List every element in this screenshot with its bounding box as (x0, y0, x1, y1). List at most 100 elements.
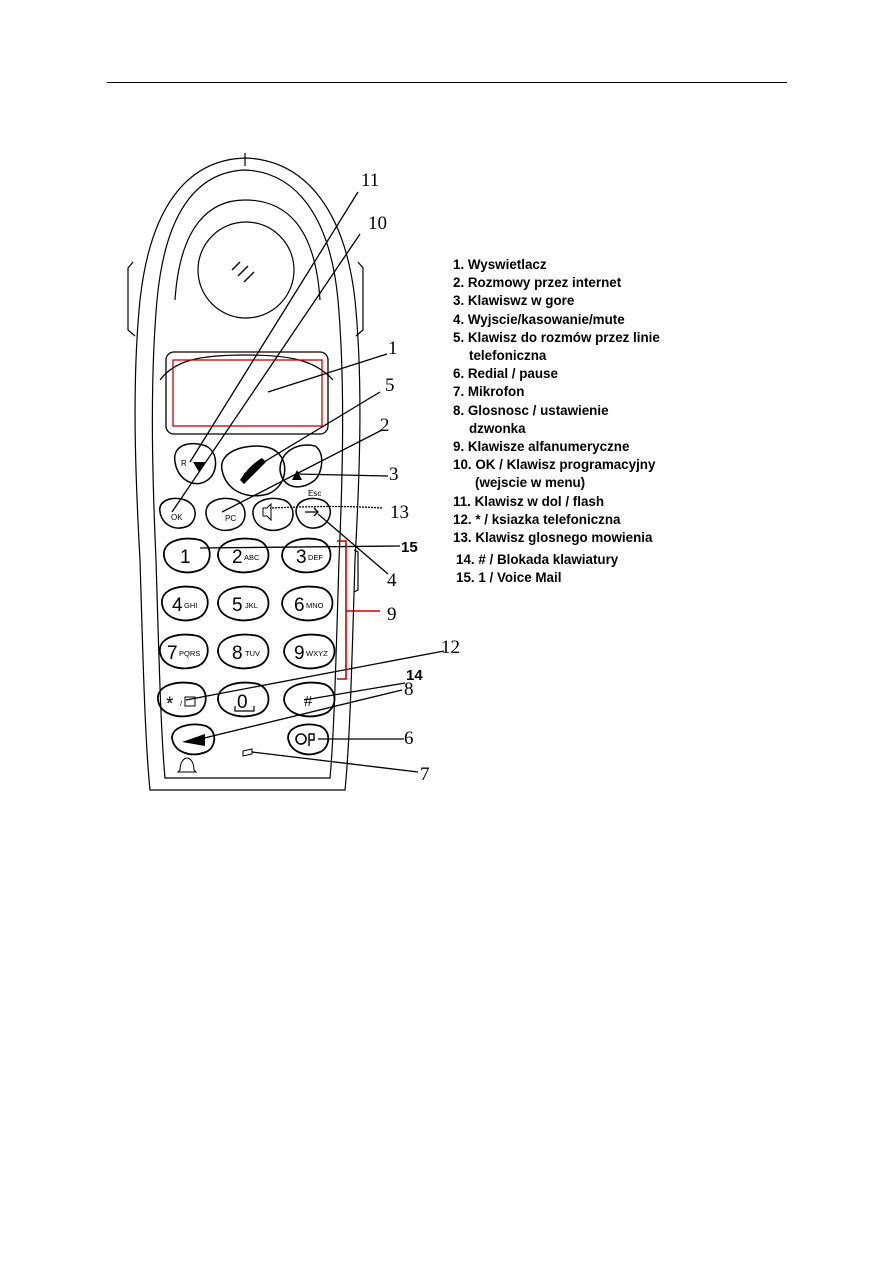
svg-text:TUV: TUV (245, 649, 260, 658)
header-rule (107, 82, 787, 83)
leader-lines (171, 191, 445, 773)
legend-item: 6. Redial / pause (453, 366, 558, 382)
svg-text:5: 5 (232, 595, 243, 616)
nav-keys (159, 442, 331, 532)
pc-key (205, 497, 246, 532)
svg-text:0: 0 (237, 692, 248, 713)
svg-text:OK: OK (171, 513, 183, 522)
svg-text:1: 1 (388, 338, 398, 359)
svg-text:GHI: GHI (184, 601, 197, 610)
legend-item: 4. Wyjscie/kasowanie/mute (453, 311, 625, 327)
svg-text:3: 3 (389, 464, 399, 485)
svg-text:8: 8 (232, 643, 243, 664)
svg-text:9: 9 (387, 604, 397, 625)
handset-icon (240, 458, 266, 484)
key-3 (281, 537, 332, 574)
down-arrow-icon (193, 462, 205, 472)
key-1 (163, 537, 211, 574)
key-hash (283, 681, 336, 718)
handset-body (127, 153, 364, 791)
svg-text:R: R (181, 459, 187, 468)
svg-text:/: / (180, 699, 183, 708)
svg-text:DEF: DEF (308, 553, 323, 562)
down-flash-key (174, 442, 217, 485)
legend-item: 14. # / Blokada klawiatury (456, 552, 619, 568)
svg-text:14: 14 (406, 667, 423, 684)
svg-text:4: 4 (172, 595, 183, 616)
svg-text:3: 3 (296, 547, 307, 568)
svg-text:5: 5 (385, 375, 395, 396)
legend-list: 1. Wyswietlacz 2. Rozmowy przez internet… (453, 256, 753, 588)
key-6 (281, 585, 334, 622)
svg-text:MNO: MNO (306, 601, 324, 610)
svg-text:JKL: JKL (245, 601, 258, 610)
svg-text:4: 4 (387, 570, 397, 591)
internet-key (279, 444, 323, 488)
legend-item: 13. Klawisz glosnego mowienia (453, 530, 653, 546)
svg-text:Esc: Esc (308, 489, 321, 498)
microphone-icon (242, 748, 253, 757)
speaker-key (252, 497, 294, 532)
key-9 (283, 633, 336, 670)
key-7 (159, 633, 209, 670)
callout-numbers: 11 10 1 5 2 3 13 15 4 9 12 14 8 6 7 (361, 170, 460, 785)
keypad-labels: 1 2 ABC 3 DEF 4 GHI 5 JKL 6 MNO 7 PQRS 8… (166, 547, 328, 773)
key-8 (217, 633, 270, 670)
key-star (157, 681, 207, 718)
key-2 (217, 537, 270, 574)
pause-p-icon (308, 733, 315, 746)
esc-key (295, 497, 331, 529)
legend-item: 7. Mikrofon (453, 384, 525, 400)
svg-text:1: 1 (180, 547, 191, 568)
svg-text:#: # (304, 693, 313, 710)
ok-key (159, 497, 196, 529)
svg-text:11: 11 (361, 170, 379, 191)
nav-key-symbols: R OK PC Esc (171, 458, 321, 523)
legend-item: 1. Wyswietlacz (453, 257, 547, 272)
svg-text:PC: PC (225, 514, 236, 523)
volume-key (171, 723, 216, 756)
svg-text:9: 9 (294, 643, 305, 664)
call-key (221, 445, 286, 497)
alphanumeric-bracket (337, 540, 380, 680)
volume-wedge-icon (182, 734, 205, 746)
svg-text:ABC: ABC (244, 553, 260, 562)
svg-text:2: 2 (232, 547, 243, 568)
svg-text:2: 2 (380, 415, 390, 436)
keypad (157, 537, 336, 756)
phonebook-icon (184, 696, 196, 707)
key-4 (161, 585, 209, 622)
svg-text:PQRS: PQRS (179, 649, 200, 658)
svg-text:6: 6 (294, 595, 305, 616)
svg-text:12: 12 (441, 637, 460, 658)
legend-item: 10. OK / Klawisz programacyjny(wejscie w… (453, 457, 656, 491)
legend-item: 2. Rozmowy przez internet (453, 275, 622, 291)
svg-text:15: 15 (401, 539, 418, 556)
legend-item: 9. Klawisze alfanumeryczne (453, 439, 630, 455)
svg-text:7: 7 (167, 643, 178, 664)
space-bar-icon (234, 706, 255, 712)
esc-arrow-icon (305, 507, 319, 517)
svg-text:6: 6 (404, 728, 414, 749)
svg-text:7: 7 (420, 764, 430, 785)
key-5 (217, 585, 270, 622)
legend-item: 3. Klawiswz w gore (453, 293, 575, 309)
up-arrow-icon (292, 470, 302, 480)
svg-text:10: 10 (368, 213, 387, 234)
redial-circle-icon (295, 733, 307, 745)
legend-item: 15. 1 / Voice Mail (456, 570, 562, 586)
speaker-icon (262, 502, 272, 522)
legend-item: 12. * / ksiazka telefoniczna (453, 511, 621, 527)
svg-text:WXYZ: WXYZ (306, 649, 328, 658)
bell-icon (176, 757, 198, 773)
display (165, 351, 329, 435)
svg-text:*: * (166, 694, 174, 715)
svg-text:8: 8 (404, 679, 414, 700)
key-0 (217, 681, 270, 718)
svg-text:13: 13 (390, 502, 409, 523)
legend-item: 11. Klawisz w dol / flash (453, 493, 605, 509)
